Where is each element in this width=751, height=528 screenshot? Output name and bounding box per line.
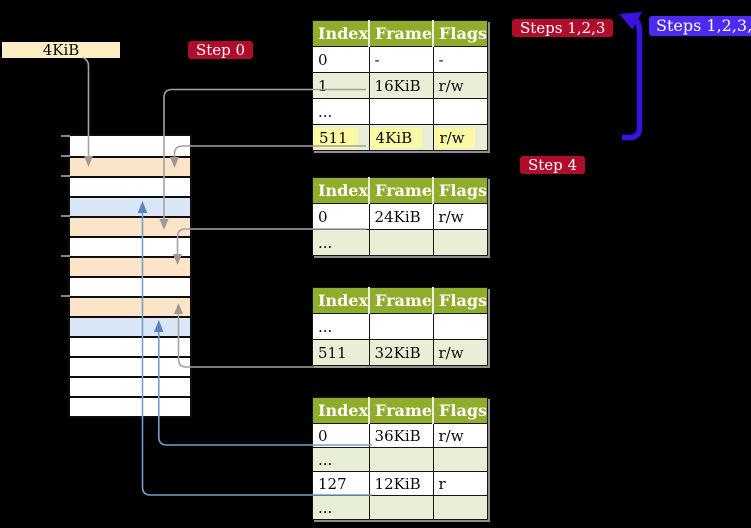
steps-123-badge: Steps 1,2,3	[512, 19, 614, 37]
table-cell: 0	[312, 423, 370, 448]
memory-row-white	[70, 136, 190, 156]
table-cell	[432, 447, 489, 472]
table-row: 511 4KiB r/w	[312, 124, 489, 151]
table-cell: 1	[312, 72, 370, 99]
table-header-cell: Index	[312, 397, 370, 424]
table-cell: ...	[312, 447, 370, 472]
highlighted-value: r/w	[433, 127, 475, 148]
table-cell: ...	[312, 229, 370, 256]
table-row: 0--	[312, 46, 489, 73]
table-cell	[432, 98, 489, 125]
table-header-cell: Index	[312, 287, 370, 314]
memory-row-blue	[70, 196, 190, 216]
steps-1234-badge: Steps 1,2,3,4	[649, 16, 751, 36]
memory-row-white	[70, 376, 190, 396]
table-cell	[368, 495, 434, 520]
table-cell	[368, 447, 434, 472]
table-cell: 32KiB	[368, 339, 434, 366]
table-header-cell: Flags	[432, 397, 489, 424]
table-cell	[368, 313, 434, 340]
table-cell	[432, 229, 489, 256]
table-row: ...	[312, 447, 489, 472]
memory-row-white	[70, 276, 190, 296]
table-cell: ...	[312, 495, 370, 520]
table-row: ...	[312, 313, 489, 340]
table-cell: r/w	[432, 72, 489, 99]
table-cell: r/w	[432, 203, 489, 230]
memory-row-blue	[70, 316, 190, 336]
memory-row-white	[70, 396, 190, 416]
table-cell	[368, 229, 434, 256]
memory-row-white	[70, 336, 190, 356]
table-cell: r	[432, 471, 489, 496]
table-cell: r/w	[432, 339, 489, 366]
table-cell: ...	[312, 313, 370, 340]
table-cell: 12KiB	[368, 471, 434, 496]
table-row: ...	[312, 495, 489, 520]
memory-row-peach	[70, 156, 190, 176]
memory-row-peach	[70, 256, 190, 276]
page-size-label: 4KiB	[2, 42, 120, 58]
table-cell: 511	[312, 339, 370, 366]
table-header-cell: Frame	[368, 20, 434, 47]
physical-memory-map	[68, 134, 192, 418]
memory-row-peach	[70, 216, 190, 236]
steps-flow-arrow	[619, 12, 643, 141]
table-cell: 511	[312, 124, 370, 151]
memory-row-peach	[70, 296, 190, 316]
table-header-cell: Index	[312, 20, 370, 47]
highlighted-value: 4KiB	[369, 127, 423, 148]
step-4-badge: Step 4	[520, 156, 586, 174]
table-cell	[432, 495, 489, 520]
table-cell: -	[432, 46, 489, 73]
table-cell: 24KiB	[368, 203, 434, 230]
table-row: ...	[312, 229, 489, 256]
table-cell: 127	[312, 471, 370, 496]
table-header-cell: Frame	[368, 177, 434, 204]
table-cell: 0	[312, 46, 370, 73]
table-header-cell: Frame	[368, 397, 434, 424]
table-cell: r/w	[432, 124, 489, 151]
table-cell: r/w	[432, 423, 489, 448]
table-header-cell: Frame	[368, 287, 434, 314]
memory-row-white	[70, 176, 190, 196]
memory-row-white	[70, 356, 190, 376]
table-header-cell: Flags	[432, 177, 489, 204]
table-cell: 0	[312, 203, 370, 230]
table-cell: 4KiB	[368, 124, 434, 151]
table-cell: -	[368, 46, 434, 73]
table-cell: 36KiB	[368, 423, 434, 448]
table-cell	[368, 98, 434, 125]
table-header-cell: Index	[312, 177, 370, 204]
table-header-cell: Flags	[432, 20, 489, 47]
table-cell	[432, 313, 489, 340]
table-cell: ...	[312, 98, 370, 125]
memory-row-white	[70, 236, 190, 256]
table-header-cell: Flags	[432, 287, 489, 314]
step-0-badge: Step 0	[188, 41, 254, 59]
highlighted-value: 511	[313, 127, 358, 148]
table-cell: 16KiB	[368, 72, 434, 99]
table-row: ...	[312, 98, 489, 125]
